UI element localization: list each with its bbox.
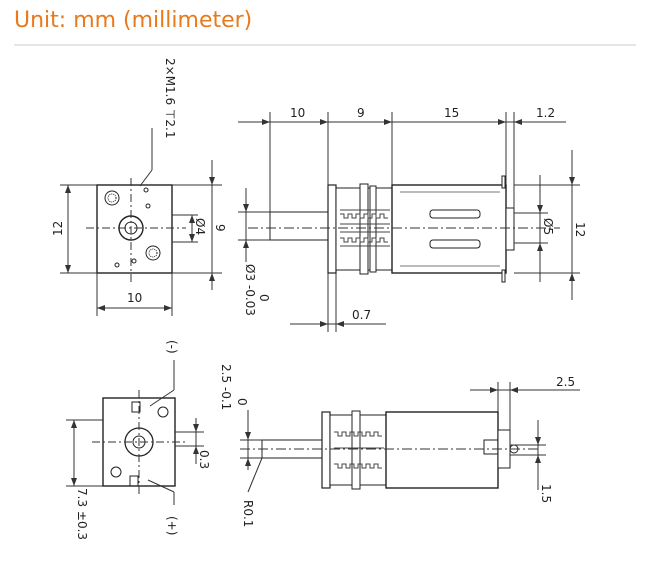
top-dim-9-label: 9 — [357, 106, 365, 120]
height-7-3-label: 7.3 ±0.3 — [75, 488, 89, 540]
arrowheads — [65, 119, 575, 486]
height-12-left-label: 12 — [51, 221, 65, 236]
offset-0-3-label: 0.3 — [197, 450, 211, 469]
positive-terminal-label: (+) — [165, 516, 179, 535]
gap-0-7-label: 0.7 — [352, 308, 371, 322]
width-10-front-label: 10 — [127, 291, 142, 305]
title-divider — [14, 44, 636, 46]
diameter-5-label: Ø5 — [541, 218, 555, 235]
front-view-top — [60, 128, 222, 316]
screw-spec-label: 2×M1.6 ⊤2.1 — [163, 58, 177, 138]
terminal-1-5-label: 1.5 — [539, 484, 553, 503]
top-dim-15-label: 15 — [444, 106, 459, 120]
shaft-diameter-label: Ø3 -0.03 — [243, 264, 257, 316]
page-title: Unit: mm (millimeter) — [14, 8, 253, 33]
side-view-bottom — [240, 382, 580, 493]
height-9-label: 9 — [213, 224, 227, 232]
shaft-tolerance-zero-label: 0 — [257, 294, 271, 302]
height-12-right-label: 12 — [573, 222, 587, 237]
flat-2-5-label: 2.5 -0.1 — [219, 364, 233, 410]
diameter-4-label: Ø4 — [193, 218, 207, 235]
top-dim-10-label: 10 — [290, 106, 305, 120]
flat-tolerance-zero-label: 0 — [235, 398, 249, 406]
top-dim-1-2-label: 1.2 — [536, 106, 555, 120]
front-view-bottom — [66, 360, 204, 505]
terminal-2-5-label: 2.5 — [556, 375, 575, 389]
side-view-top — [238, 112, 580, 332]
negative-terminal-label: (-) — [165, 340, 179, 354]
radius-label: R0.1 — [241, 500, 255, 527]
